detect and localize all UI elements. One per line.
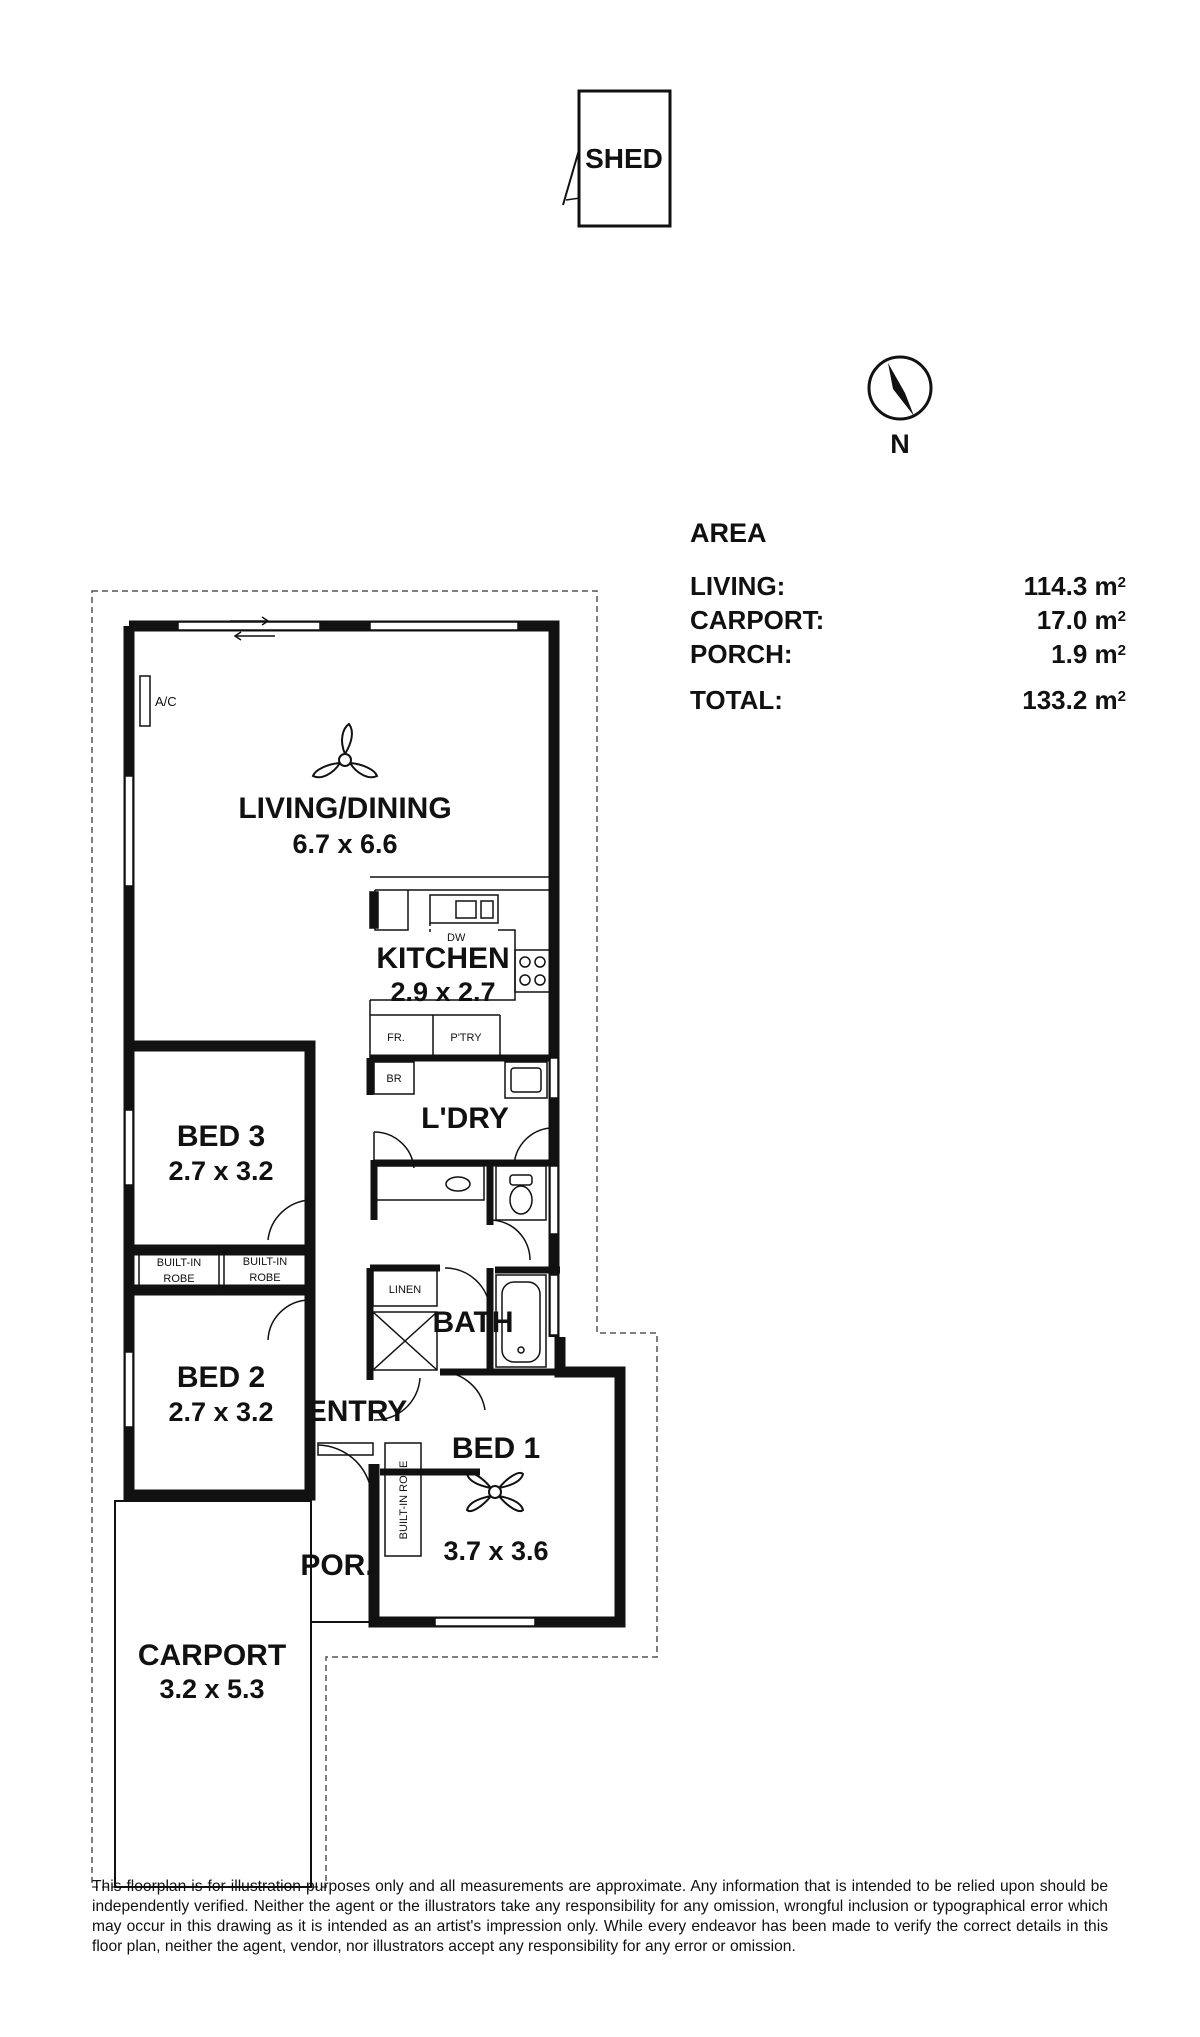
bed3-robe-line2: ROBE — [163, 1273, 194, 1285]
carport-name: CARPORT — [138, 1639, 286, 1672]
area-total-label: TOTAL: — [690, 685, 783, 715]
area-label: PORCH: — [690, 639, 793, 669]
carport-dims: 3.2 x 5.3 — [159, 1674, 264, 1704]
bed1-name: BED 1 — [452, 1432, 540, 1465]
windows — [124, 621, 559, 1627]
porch-outline — [311, 1596, 371, 1623]
kitchen-name: KITCHEN — [376, 942, 509, 975]
compass-north-label: N — [890, 429, 910, 459]
ceiling-fan-icon — [465, 1472, 525, 1512]
pantry-label: P'TRY — [450, 1032, 482, 1044]
bed3-name: BED 3 — [177, 1120, 265, 1153]
kitchen-dims: 2.9 x 2.7 — [390, 977, 495, 1007]
linen-cupboard-label: LINEN — [389, 1284, 421, 1296]
compass-needle-icon — [888, 363, 914, 416]
built-in-robes — [138, 1247, 422, 1557]
bath-name: BATH — [432, 1306, 513, 1339]
fridge-label: FR. — [387, 1032, 405, 1044]
area-row-total: TOTAL: 133.2 m2 — [690, 683, 1126, 717]
bed2-name: BED 2 — [177, 1361, 265, 1394]
living-dining-dims: 6.7 x 6.6 — [292, 829, 397, 859]
area-value: 114.3 m2 — [1023, 571, 1126, 601]
bath-fixtures — [372, 1165, 547, 1371]
entry-name: ENTRY — [307, 1395, 408, 1428]
area-total-value: 133.2 m2 — [1022, 685, 1126, 715]
laundry-name: L'DRY — [421, 1102, 509, 1135]
ac-label: A/C — [155, 694, 177, 709]
area-value: 1.9 m2 — [1051, 639, 1126, 669]
area-label: LIVING: — [690, 571, 786, 601]
kitchen-bench — [369, 876, 554, 1058]
interior-walls — [366, 1054, 560, 1476]
area-title: AREA — [690, 518, 767, 548]
bed2-robe-line2: ROBE — [249, 1272, 280, 1284]
bed1-robe-label: BUILT-IN ROBE — [398, 1461, 410, 1540]
area-row-carport: CARPORT: 17.0 m2 — [690, 603, 1126, 637]
disclaimer-text: This floorplan is for illustration purpo… — [92, 1878, 1108, 1955]
area-row-porch: PORCH: 1.9 m2 — [690, 637, 1126, 671]
north-compass: N — [867, 355, 933, 459]
air-conditioner: A/C — [139, 675, 177, 727]
area-row-living: LIVING: 114.3 m2 — [690, 569, 1126, 603]
bed2-dims: 2.7 x 3.2 — [168, 1397, 273, 1427]
site-boundary — [91, 590, 658, 1888]
shed-label: SHED — [585, 143, 663, 174]
carport-outline — [114, 1500, 312, 1888]
area-summary: AREA LIVING: 114.3 m2 CARPORT: 17.0 m2 P… — [690, 518, 1126, 717]
sliding-door-arrows-icon — [230, 616, 275, 641]
bed2-robe-line1: BUILT-IN — [243, 1256, 287, 1268]
porch-name: POR. — [300, 1549, 373, 1582]
laundry-fixtures — [373, 1061, 551, 1169]
ceiling-fan-icon — [311, 722, 379, 779]
dishwasher-label: DW — [447, 932, 466, 944]
broom-cupboard-label: BR — [386, 1073, 401, 1085]
shed: SHED — [562, 89, 672, 228]
bed3-dims: 2.7 x 3.2 — [168, 1156, 273, 1186]
bed1-dims: 3.7 x 3.6 — [443, 1536, 548, 1566]
living-dining-name: LIVING/DINING — [238, 792, 451, 825]
area-value: 17.0 m2 — [1036, 605, 1126, 635]
door-swings — [267, 1199, 491, 1501]
bed3-robe-line1: BUILT-IN — [157, 1257, 201, 1269]
area-label: CARPORT: — [690, 605, 825, 635]
